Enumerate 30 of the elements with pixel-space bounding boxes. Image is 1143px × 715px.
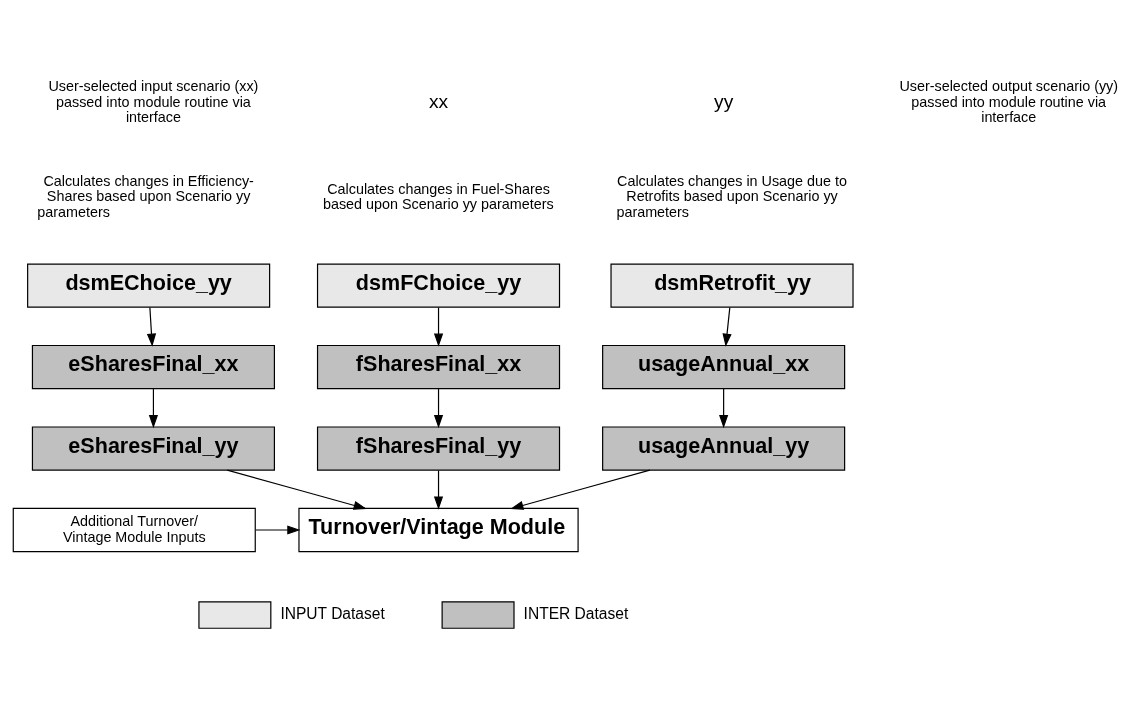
legend-label: INTER Dataset [523,605,629,623]
legend-label: INPUT Dataset [280,605,385,623]
arrow [226,469,367,510]
node-box: dsmFChoice_yy [316,263,561,308]
label: yy [714,90,734,112]
label: User-selected output scenario (yy) passed into module routine via interface [899,78,1119,126]
node-box: eSharesFinal_xx [31,344,276,390]
arrow [510,469,651,510]
node-box: fSharesFinal_xx [316,344,561,390]
label: User-selected input scenario (xx) passed into module routine via interface [48,78,259,126]
arrow [433,388,444,429]
arrow [722,307,732,347]
node-box: Additional Turnover/ Vintage Module Inputs [12,507,256,553]
node-box: usageAnnual_xx [602,344,846,390]
node-label: Calculates changes in Efficiency-Shares based upon Scenario yy parameters [37,172,254,220]
node-label: Calculates changes in Fuel-Shares based upon Scenario yy parameters [322,180,554,213]
node-box: Turnover/Vintage Module [298,507,579,553]
arrow [146,307,157,347]
arrow [719,388,729,429]
arrow [255,525,301,535]
arrow [433,469,444,510]
arrow [148,388,159,429]
label: xx [428,90,449,112]
node-label: Calculates changes in Usage due to Retrofits based upon Scenario yy parameters [616,172,847,220]
node-box: dsmEChoice_yy [27,263,271,308]
node-box: fSharesFinal_yy [316,426,561,471]
node-box: usageAnnual_yy [602,426,846,471]
node-box: dsmRetrofit_yy [610,263,854,308]
node-box: eSharesFinal_yy [31,426,276,471]
arrow [433,307,444,347]
